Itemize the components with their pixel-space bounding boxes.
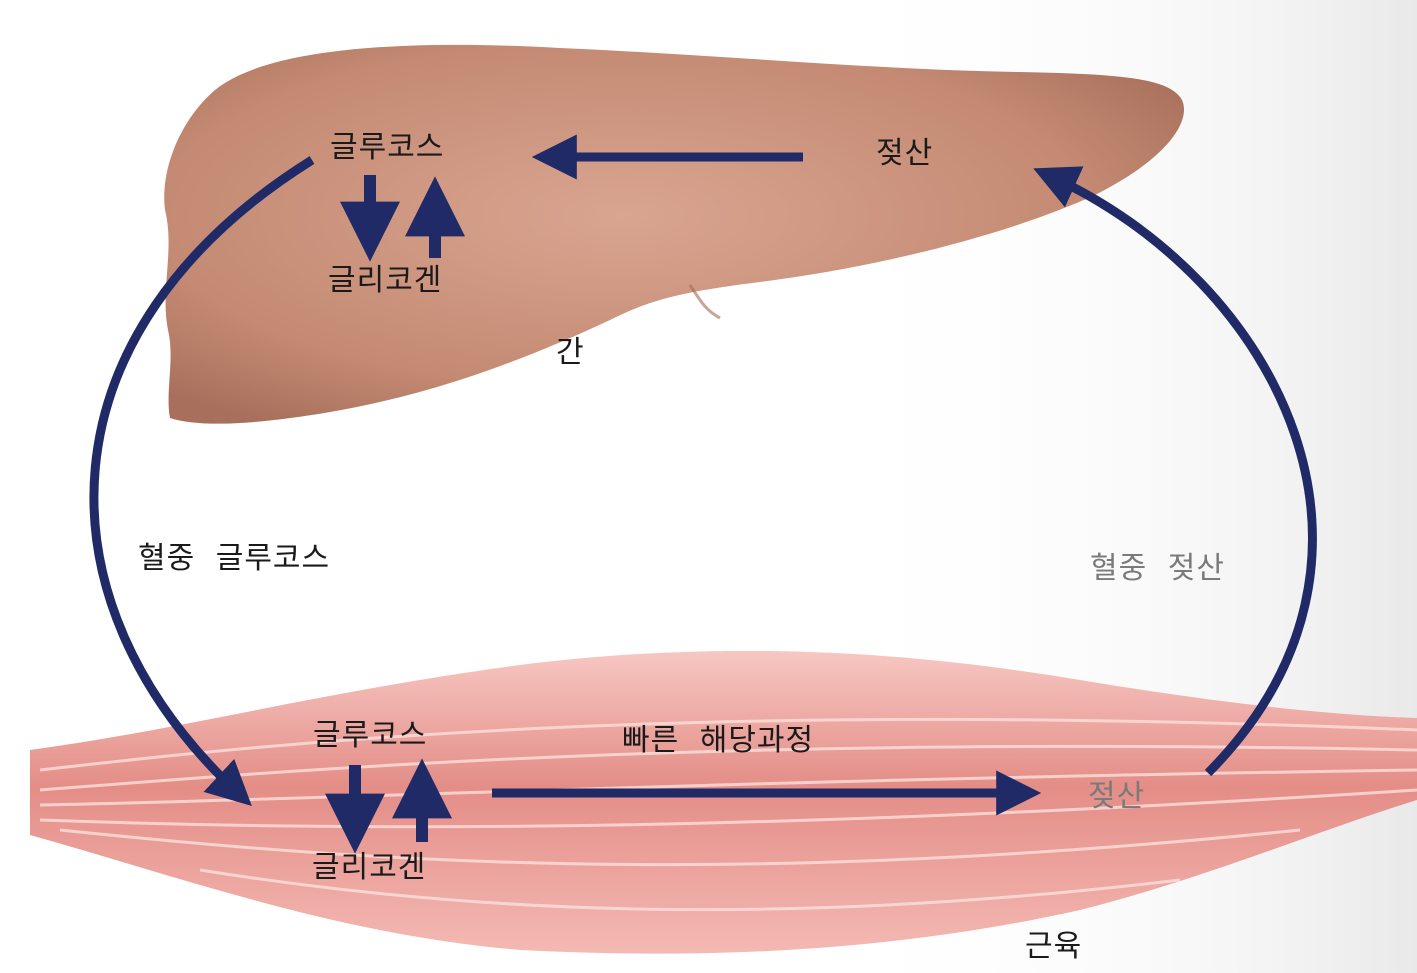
muscle-name-label: 근육 — [1025, 930, 1082, 964]
blood-lactate-label: 혈중 젖산 — [1090, 552, 1225, 586]
liver-glycogen-label: 글리코겐 — [328, 264, 442, 298]
liver-name-label: 간 — [556, 336, 585, 370]
muscle-glycolysis-label: 빠른 해당과정 — [622, 724, 814, 758]
liver-lactate-label: 젖산 — [876, 137, 933, 171]
muscle-lactate-label: 젖산 — [1088, 780, 1145, 814]
liver-glucose-label: 글루코스 — [330, 131, 444, 165]
blood-glucose-label: 혈중 글루코스 — [138, 542, 330, 576]
muscle-glucose-label: 글루코스 — [313, 719, 427, 753]
muscle-glycogen-label: 글리코겐 — [312, 851, 426, 885]
liver-lobe-line — [690, 285, 720, 318]
